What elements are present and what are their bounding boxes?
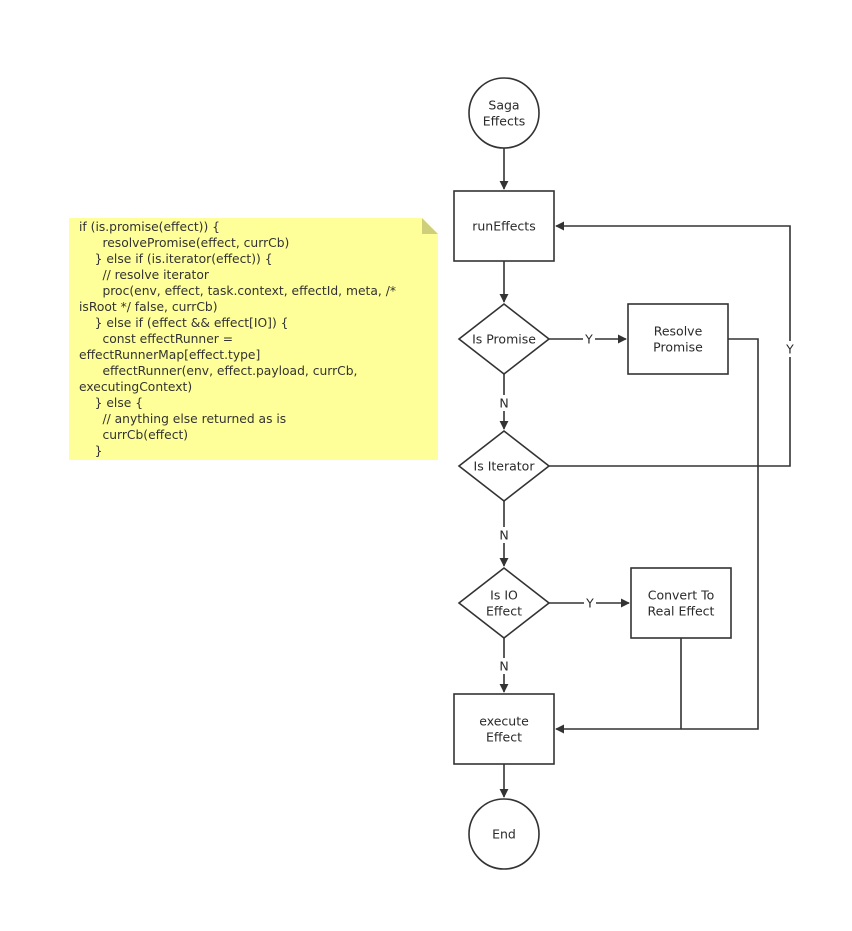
edge-label: Y: [584, 595, 596, 611]
code-line: currCb(effect): [79, 428, 189, 442]
edge-label-text: N: [499, 659, 508, 674]
code-line: executingContext): [79, 380, 193, 394]
code-note: if (is.promise(effect)) { resolvePromise…: [69, 218, 438, 460]
node-shape-circle: [468, 798, 540, 870]
code-line: resolvePromise(effect, currCb): [79, 236, 290, 250]
node-label: Effects: [483, 114, 526, 129]
node-label: End: [492, 827, 516, 842]
node-is-promise: Is Promise: [457, 302, 551, 376]
node-shape-rect: [630, 567, 732, 639]
edge-label-bg: [498, 395, 510, 411]
code-line: isRoot */ false, currCb): [79, 300, 218, 314]
node-label: Is IO: [490, 588, 518, 603]
code-line: effectRunnerMap[effect.type]: [79, 348, 261, 362]
node-label: Saga: [488, 98, 519, 113]
node-end: End: [468, 798, 540, 870]
edge-label: Y: [784, 341, 796, 357]
code-line: proc(env, effect, task.context, effectId…: [79, 284, 396, 298]
node-label: Is Promise: [472, 332, 536, 347]
note-fold-corner: [422, 218, 438, 234]
node-shape-rect: [453, 693, 555, 765]
edge-label-bg: [498, 658, 510, 674]
node-label: Effect: [486, 604, 522, 619]
edge-label-text: Y: [585, 596, 594, 611]
node-shape-diamond: [457, 429, 551, 503]
code-line: if (is.promise(effect)) {: [79, 220, 220, 234]
node-shape-rect: [453, 190, 555, 262]
node-label: Resolve: [654, 324, 703, 339]
edge-label: N: [498, 658, 510, 674]
edge-labels-layer: Y N Y N Y N: [498, 331, 796, 674]
edge-label-bg: [584, 595, 596, 611]
node-label: Real Effect: [648, 604, 715, 619]
node-shape-rect: [627, 303, 729, 375]
code-line: } else if (is.iterator(effect)) {: [79, 252, 273, 266]
code-line: effectRunner(env, effect.payload, currCb…: [79, 364, 358, 378]
code-lines: if (is.promise(effect)) { resolvePromise…: [79, 219, 434, 459]
node-is-iterator: Is Iterator: [457, 429, 551, 503]
edge-label-text: N: [499, 396, 508, 411]
code-line: } else if (effect && effect[IO]) {: [79, 316, 289, 330]
node-label: Promise: [653, 340, 703, 355]
edge-label: Y: [583, 331, 595, 347]
node-shape-diamond: [457, 302, 551, 376]
node-label: Is Iterator: [474, 459, 536, 474]
node-label: runEffects: [472, 219, 535, 234]
code-line: // anything else returned as is: [79, 412, 287, 426]
edge-label-text: Y: [584, 332, 593, 347]
node-run-effects: runEffects: [453, 190, 555, 262]
note-shape: [69, 218, 438, 460]
code-line: // resolve iterator: [79, 268, 209, 282]
node-shape-diamond: [457, 566, 551, 640]
node-label: Convert To: [648, 588, 715, 603]
edge-label-text: Y: [785, 342, 794, 357]
edge-label-bg: [784, 341, 796, 357]
edge-label: N: [498, 527, 510, 543]
code-line: }: [79, 444, 103, 458]
node-shape-circle: [468, 77, 540, 149]
node-label: execute: [479, 714, 529, 729]
edge-label-text: N: [499, 528, 508, 543]
edge-label-bg: [498, 527, 510, 543]
edge-label-bg: [583, 331, 595, 347]
node-label: Effect: [486, 730, 522, 745]
edge-resolve-promise-to-execute-effect: [555, 338, 759, 734]
code-line: const effectRunner =: [79, 332, 234, 346]
code-line: } else {: [79, 396, 144, 410]
edge-label: N: [498, 395, 510, 411]
